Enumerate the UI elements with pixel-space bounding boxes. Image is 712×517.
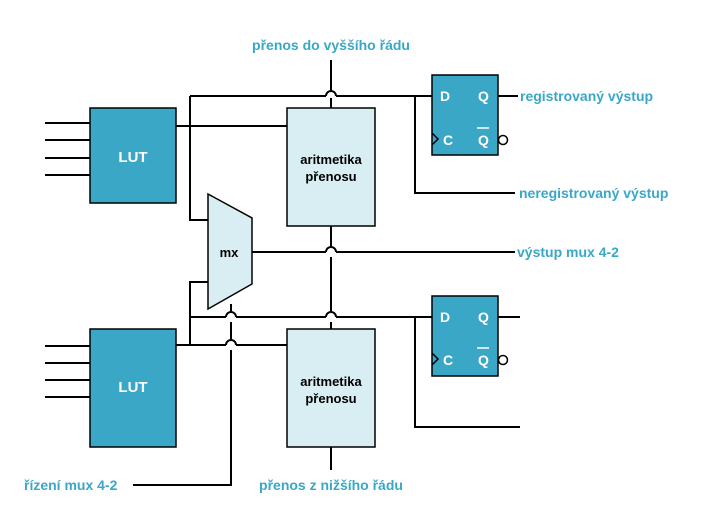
label-registered-output: registrovaný výstup	[520, 88, 653, 104]
wire-lut2-out-hop	[225, 339, 237, 346]
label-unregistered-output: neregistrovaný výstup	[519, 185, 668, 201]
wire-unregistered-2	[414, 317, 520, 428]
wire-carry-out-hop	[325, 90, 337, 97]
ff-top-qbar: Q	[478, 132, 489, 148]
wire-mux-in-top	[189, 96, 208, 221]
ff-bottom-qbar-bubble	[497, 354, 509, 366]
label-mux-output: výstup mux 4-2	[517, 244, 619, 260]
lut-bottom-label: LUT	[118, 379, 147, 396]
arith-top-line2: přenosu	[305, 169, 356, 184]
ff-bottom-q: Q	[478, 309, 489, 325]
arith-bottom-line1: aritmetika	[300, 374, 362, 389]
arith-bottom-line2: přenosu	[305, 391, 356, 406]
wire-carry-chain-hop2	[325, 311, 337, 318]
lut-block-bottom	[89, 328, 177, 448]
mux-block	[207, 192, 253, 311]
label-carry-out: přenos do vyššího řádu	[252, 37, 410, 53]
ff-top-c: C	[443, 132, 453, 148]
wire-mux-control	[133, 304, 232, 486]
ff-top-q: Q	[478, 88, 489, 104]
arith-block-bottom	[286, 328, 376, 448]
arith-top-line1: aritmetika	[300, 152, 362, 167]
ff-bottom-c: C	[443, 352, 453, 368]
ff-bottom-clock-icon	[431, 352, 440, 366]
ff-top-d: D	[440, 88, 450, 104]
arith-block-top	[286, 107, 376, 227]
label-carry-in: přenos z nižšího řádu	[259, 477, 403, 493]
wire-carry-chain-hop1	[325, 246, 337, 253]
ff-top-qbar-bubble	[497, 134, 509, 146]
wire-lut2-inputs	[45, 345, 90, 398]
wire-mid-bus-hop	[225, 311, 237, 318]
ff-bottom-qbar: Q	[478, 352, 489, 368]
ff-bottom-d: D	[440, 309, 450, 325]
lut-top-label: LUT	[118, 149, 147, 166]
flipflop-top	[431, 74, 499, 156]
wire-mux-in-low	[189, 281, 208, 317]
label-mux-control: řízení mux 4-2	[24, 477, 118, 493]
lut-block-top	[89, 107, 177, 204]
ff-top-clock-icon	[431, 132, 440, 146]
wire-unregistered	[414, 96, 515, 194]
wire-lut1-inputs	[45, 122, 90, 176]
mux-label: mx	[220, 245, 240, 260]
flipflop-bottom	[431, 295, 499, 377]
